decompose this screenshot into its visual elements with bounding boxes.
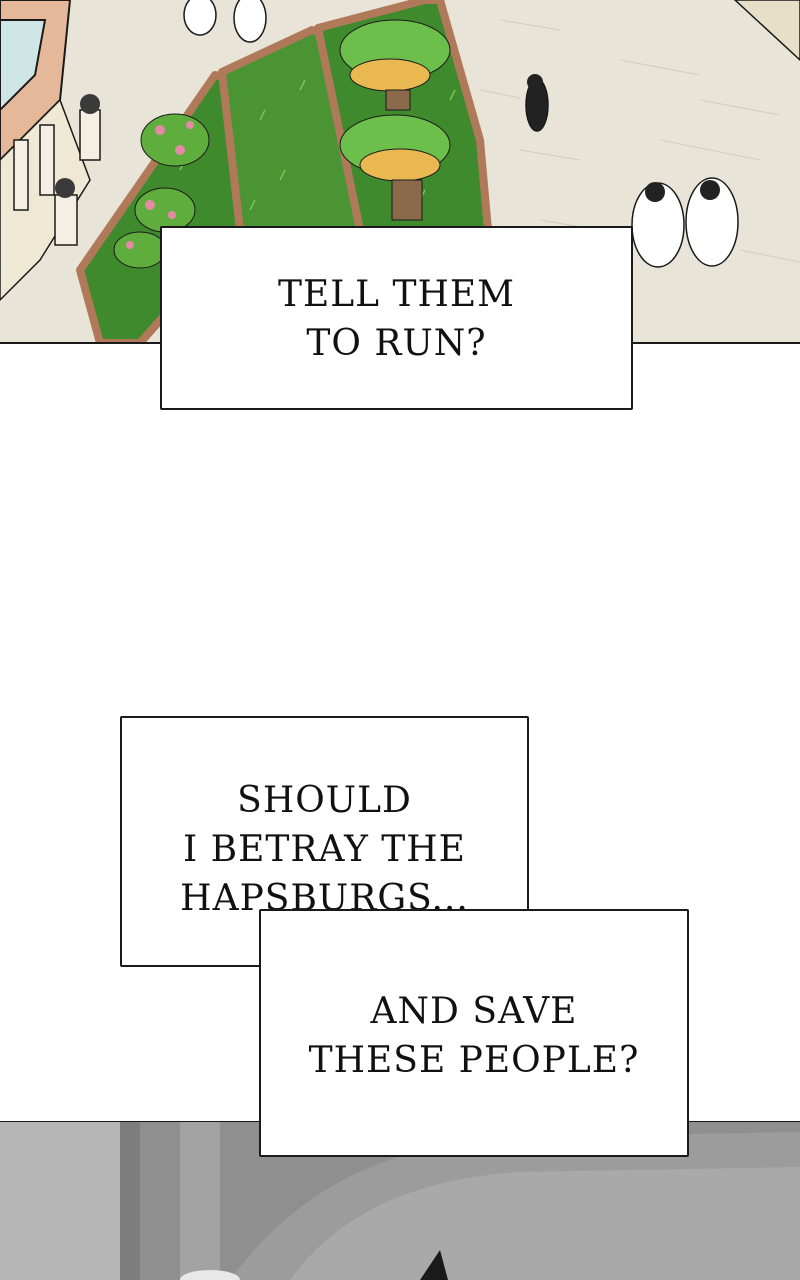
caption-1-line-2: TO RUN? — [306, 323, 487, 364]
caption-2-line-1: SHOULD — [237, 780, 412, 821]
caption-3-line-1: AND SAVE — [370, 991, 578, 1032]
caption-3-line-2: THESE PEOPLE? — [308, 1040, 640, 1081]
caption-box-3: AND SAVE THESE PEOPLE? — [259, 909, 689, 1157]
caption-1-line-1: TELL THEM — [277, 274, 516, 315]
courtyard-illustration — [0, 0, 800, 343]
caption-box-1: TELL THEM TO RUN? — [160, 226, 633, 410]
caption-2-line-2: I BETRAY THE — [183, 829, 466, 870]
courtyard-panel — [0, 0, 800, 343]
